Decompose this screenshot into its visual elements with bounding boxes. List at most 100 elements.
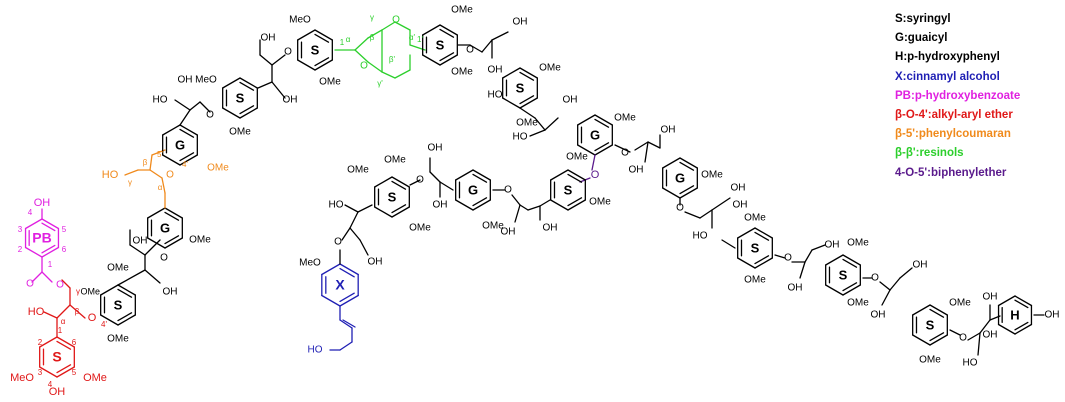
ring-s-1-bond [100, 314, 119, 326]
ring-x-bond [321, 294, 341, 307]
g5-side-chain [684, 211, 701, 219]
ring-pb-bond [41, 246, 60, 258]
ring-s-9-label: S [839, 267, 848, 282]
legend-label: p-hydroxybenzoate [914, 89, 1021, 102]
s1-ome-bottom: OMe [107, 334, 129, 345]
legend-key: X [895, 70, 903, 83]
x-ho: HO [308, 345, 323, 356]
ring-s-red-bond [39, 366, 58, 378]
red-pos-2: 2 [38, 338, 43, 347]
s10-oh: OH [983, 292, 998, 303]
ring-s-5-bond [502, 97, 521, 109]
ring-s-5-double-bond [519, 71, 535, 81]
ring-s-5-bond [502, 67, 521, 79]
ring-g-5-double-bond [679, 185, 695, 195]
pb-position-6: 6 [62, 245, 67, 254]
ring-x-bond [321, 263, 341, 276]
ring-s-red-bond [39, 336, 58, 348]
g4-gamma-bond [514, 204, 521, 223]
ring-s-6-double-bond [567, 197, 583, 207]
pb-position-2: 2 [18, 245, 23, 254]
ring-h-bond [997, 295, 1016, 307]
s1-gamma-oh: OH [133, 236, 148, 247]
s2-oh-bond [271, 81, 286, 99]
ring-s-7-label: S [388, 189, 397, 204]
g4-left-chain [439, 181, 454, 191]
g5-oh-right: OH [733, 200, 748, 211]
legend-label: p-hydroxyphenyl [907, 51, 1000, 64]
ring-s-1-label: S [114, 297, 123, 312]
legend-item-x: X:cinnamyl alcohol [895, 70, 1000, 83]
ring-g-2-double-bond [179, 128, 195, 138]
b5-gamma-label: γ [128, 178, 132, 187]
ring-s-8-bond [754, 227, 773, 239]
g4-side-chain [519, 204, 529, 211]
resinol-upper-bond [394, 21, 411, 31]
ring-g-1-label: G [160, 220, 170, 235]
h-oh: OH [1045, 310, 1060, 321]
s7-gamma-bond [359, 239, 369, 256]
ring-g-3-double-bond [594, 142, 610, 152]
g4-side-chain [511, 194, 521, 206]
s4-ether-o: O [466, 45, 474, 56]
s5-side-chain [519, 107, 536, 119]
resinol-lower-bond [367, 61, 383, 73]
s4-ome-top: OMe [451, 5, 473, 16]
red-meo-label: MeO [10, 372, 34, 384]
g5-ome: OMe [701, 170, 723, 181]
ring-s-8-bond [754, 257, 773, 269]
ring-pb-bond [41, 218, 60, 230]
ring-s-1-bond [117, 284, 136, 296]
red-pos-4p: 4' [101, 320, 107, 329]
s10-ether-bond [949, 329, 961, 336]
ring-g-1-bond [147, 237, 166, 249]
ring-s-8-double-bond [754, 231, 770, 241]
g3-oh: OH [661, 125, 676, 136]
pb-carbonyl-o: O [26, 279, 34, 290]
legend-key: S [895, 13, 903, 25]
red-ether-o: O [88, 312, 97, 324]
g3-side-chain [647, 141, 661, 149]
legend-key: β-O-4' [895, 109, 928, 122]
s4-oh: OH [488, 65, 503, 76]
x-side-chain [339, 319, 353, 329]
ring-g-3-bond [577, 144, 596, 156]
s2-gamma-bond [259, 54, 273, 66]
b5-alpha-label: α [158, 183, 163, 192]
ring-g-5-double-bond [679, 161, 695, 171]
ring-s-10-bond [912, 304, 931, 316]
ring-g-4-bond [472, 199, 491, 211]
resinol-lower-bond [354, 49, 369, 63]
legend-key: PB [895, 89, 911, 102]
resinol-beta: β [370, 33, 375, 42]
s7-gamma-oh: OH [368, 257, 383, 268]
s9-ome-top: OMe [847, 238, 869, 249]
s4-gamma-oh: OH [513, 17, 528, 28]
g4-gamma-oh-top: OH [428, 143, 443, 154]
ring-s-4-label: S [436, 37, 445, 52]
ring-s-8-bond [737, 257, 756, 269]
s5-oh-right: OH [563, 95, 578, 106]
ring-s-4-bond [439, 24, 458, 36]
b5-ring-bond [149, 154, 153, 171]
ring-s-4-double-bond [439, 28, 455, 38]
s9-oh-bond [881, 289, 891, 306]
s7-ether-o: O [416, 175, 424, 186]
legend: S:syringyl G:guaicyl H:p-hydroxyphenyl X… [895, 10, 1020, 183]
ring-s-6-bond [567, 199, 586, 211]
red-pos-5: 5 [72, 368, 77, 377]
s7-ho: HO [329, 200, 344, 211]
pb-position-3: 3 [18, 225, 23, 234]
s10-gamma-bond [977, 332, 981, 356]
s1-oh-bond [144, 269, 161, 284]
red-side-chain [61, 279, 71, 289]
s10-oh-2: OH [983, 330, 998, 341]
ring-s-7-double-bond [391, 204, 407, 214]
resinol-o-top: O [392, 15, 400, 26]
ring-s-2-bond [222, 77, 241, 89]
g2-oh-bond [174, 99, 191, 111]
ring-g-5-label: G [675, 170, 685, 185]
red-side-chain [56, 304, 71, 319]
s4-side-chain [491, 31, 509, 41]
ring-s-6-bond [550, 169, 569, 181]
